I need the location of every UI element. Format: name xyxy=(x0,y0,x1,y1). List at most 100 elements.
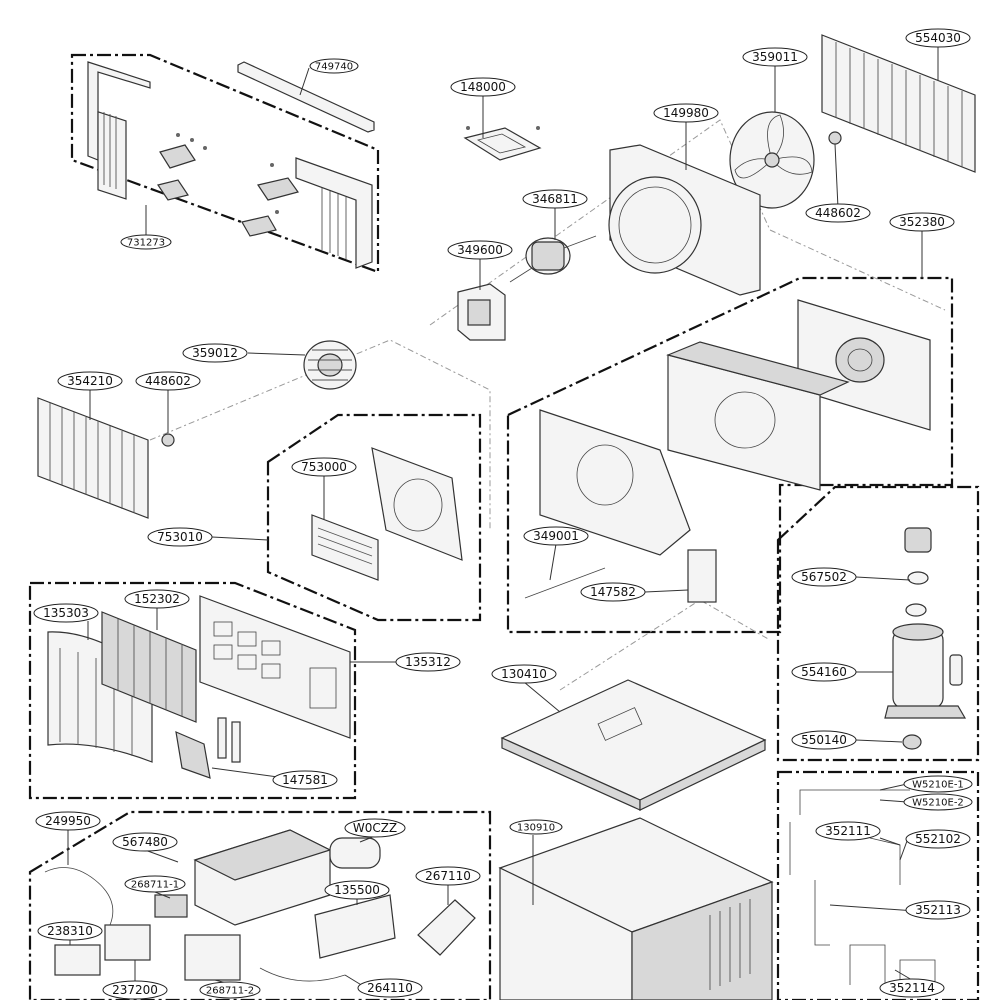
svg-text:346811: 346811 xyxy=(532,192,578,206)
svg-text:554030: 554030 xyxy=(915,31,961,45)
part-label-354210: 354210 xyxy=(57,371,123,391)
part-label-753000: 753000 xyxy=(291,457,357,477)
svg-text:550140: 550140 xyxy=(801,733,847,747)
capacitor xyxy=(329,837,381,869)
base-pan xyxy=(500,679,767,811)
fan-nut xyxy=(828,131,842,145)
part-label-349001: 349001 xyxy=(523,526,589,546)
part-label-130910: 130910 xyxy=(509,819,563,835)
pcb-boards xyxy=(54,894,241,981)
grommet xyxy=(902,734,922,750)
scroll-panel xyxy=(797,299,931,431)
part-label-w5210e-2: W5210E-2 xyxy=(903,793,973,811)
side-bracket-right xyxy=(295,157,373,269)
group-outline-electrical xyxy=(28,810,492,1000)
svg-text:753010: 753010 xyxy=(157,530,203,544)
blower-housing xyxy=(666,341,850,491)
part-label-352380: 352380 xyxy=(889,212,955,232)
svg-text:149980: 149980 xyxy=(663,106,709,120)
mounting-plate xyxy=(463,126,542,161)
assembly-dashline xyxy=(149,339,491,530)
svg-text:W0CZZ: W0CZZ xyxy=(353,821,397,835)
svg-text:135312: 135312 xyxy=(405,655,451,669)
thermistor-lead xyxy=(524,567,606,599)
blower-nut xyxy=(161,433,175,447)
part-label-554160: 554160 xyxy=(791,662,857,682)
drain-cover xyxy=(687,549,717,603)
orifice-plate xyxy=(371,447,463,561)
svg-text:753000: 753000 xyxy=(301,460,347,474)
svg-text:268711-2: 268711-2 xyxy=(206,986,254,997)
svg-text:130910: 130910 xyxy=(517,823,555,834)
part-label-135500: 135500 xyxy=(324,880,390,900)
assembly-dashline xyxy=(559,599,771,691)
svg-text:354210: 354210 xyxy=(67,374,113,388)
part-label-238310: 238310 xyxy=(37,921,103,941)
motor-bracket xyxy=(457,283,506,341)
svg-text:130410: 130410 xyxy=(501,667,547,681)
part-label-359012: 359012 xyxy=(182,343,248,363)
part-label-267110: 267110 xyxy=(415,866,481,886)
evaporator-coil xyxy=(37,397,149,519)
svg-text:238310: 238310 xyxy=(47,924,93,938)
part-label-567502: 567502 xyxy=(791,567,857,587)
svg-text:552102: 552102 xyxy=(915,832,961,846)
part-label-148000: 148000 xyxy=(450,77,516,97)
part-label-152302: 152302 xyxy=(124,589,190,609)
svg-text:352113: 352113 xyxy=(915,903,961,917)
part-label-448602-top: 448602 xyxy=(805,203,871,223)
remote-control xyxy=(417,899,476,956)
part-label-554030: 554030 xyxy=(905,28,971,48)
part-label-448602-left: 448602 xyxy=(135,371,201,391)
group-outline-evap-fan xyxy=(266,413,482,622)
part-label-147581: 147581 xyxy=(272,770,338,790)
group-outline-front-grille xyxy=(28,581,357,800)
group-outline-blower-housing xyxy=(506,276,954,634)
svg-text:554160: 554160 xyxy=(801,665,847,679)
fan-motor xyxy=(509,235,597,283)
part-label-352113: 352113 xyxy=(905,900,971,920)
svg-text:567502: 567502 xyxy=(801,570,847,584)
svg-text:W5210E-2: W5210E-2 xyxy=(912,798,964,809)
air-filter xyxy=(101,611,197,723)
base-scroll xyxy=(539,409,691,556)
part-label-552102: 552102 xyxy=(905,829,971,849)
part-label-135303: 135303 xyxy=(33,603,99,623)
svg-text:749740: 749740 xyxy=(315,62,353,73)
part-label-359011: 359011 xyxy=(742,47,808,67)
propeller-fan xyxy=(729,111,815,209)
svg-text:268711-1: 268711-1 xyxy=(131,880,179,891)
svg-text:349600: 349600 xyxy=(457,243,503,257)
svg-text:267110: 267110 xyxy=(425,869,471,883)
group-outline-top-left xyxy=(70,53,380,274)
part-label-731273: 731273 xyxy=(120,234,172,250)
part-label-237200: 237200 xyxy=(102,980,168,1000)
part-label-249950: 249950 xyxy=(35,811,101,831)
part-label-130410: 130410 xyxy=(491,664,557,684)
part-label-264110: 264110 xyxy=(357,978,423,998)
svg-text:237200: 237200 xyxy=(112,983,158,997)
svg-text:249950: 249950 xyxy=(45,814,91,828)
svg-text:448602: 448602 xyxy=(145,374,191,388)
svg-text:352111: 352111 xyxy=(825,824,871,838)
svg-text:567480: 567480 xyxy=(122,835,168,849)
svg-text:147581: 147581 xyxy=(282,773,328,787)
svg-text:148000: 148000 xyxy=(460,80,506,94)
compressor-top-parts xyxy=(904,527,932,617)
mounting-clips xyxy=(157,133,299,237)
part-label-567480: 567480 xyxy=(112,832,178,852)
refrigerant-pipes xyxy=(789,789,936,985)
part-label-749740: 749740 xyxy=(309,58,359,74)
svg-text:W5210E-1: W5210E-1 xyxy=(912,780,964,791)
part-label-346811: 346811 xyxy=(522,189,588,209)
blower-wheel xyxy=(303,340,357,390)
group-outline-compressor xyxy=(776,485,980,762)
side-bracket-left xyxy=(87,61,151,200)
part-label-w0czz: W0CZZ xyxy=(344,818,406,838)
cabinet xyxy=(498,817,774,1000)
compressor xyxy=(884,623,967,719)
fan-shroud xyxy=(608,144,761,296)
display-panel xyxy=(314,894,396,959)
svg-text:135303: 135303 xyxy=(43,606,89,620)
